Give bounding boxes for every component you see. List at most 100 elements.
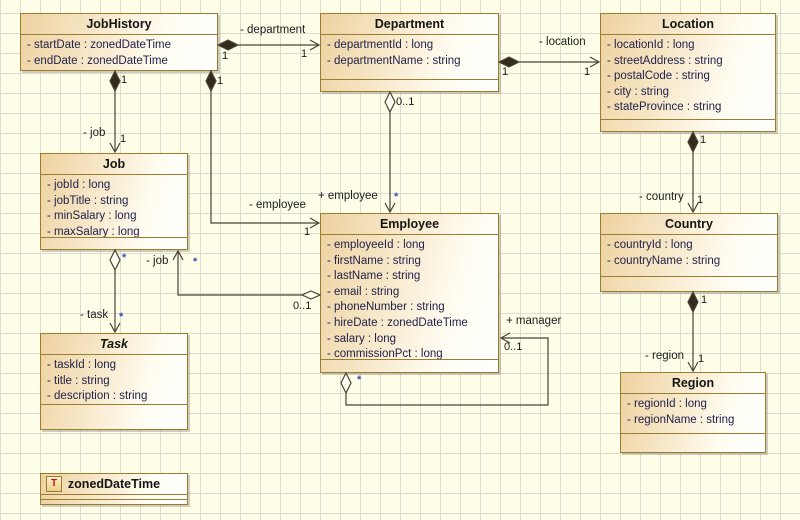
role-label: + manager bbox=[506, 315, 562, 327]
class-attribute: - departmentName : string bbox=[327, 54, 461, 67]
class-attribute: - description : string bbox=[47, 390, 148, 403]
attributes-compartment: - countryId : long- countryName : string bbox=[601, 235, 777, 276]
composition-diamond-icon bbox=[109, 69, 121, 93]
class-attribute: - phoneNumber : string bbox=[327, 301, 445, 314]
class-title: Task bbox=[41, 334, 187, 355]
multiplicity-label: * bbox=[119, 311, 124, 323]
operations-compartment bbox=[41, 237, 187, 249]
class-title: JobHistory bbox=[21, 14, 217, 35]
class-attribute: - taskId : long bbox=[47, 359, 117, 371]
multiplicity-label: 1 bbox=[698, 353, 705, 365]
operations-compartment bbox=[321, 79, 498, 91]
edge-jobhistory-job[interactable] bbox=[109, 69, 121, 154]
class-title: Employee bbox=[321, 214, 498, 235]
multiplicity-label: 1 bbox=[222, 50, 229, 62]
class-attribute: - regionId : long bbox=[627, 398, 707, 410]
multiplicity-label: 1 bbox=[304, 226, 311, 238]
class-attribute: - firstName : string bbox=[327, 254, 421, 267]
class-attribute: - startDate : zonedDateTime bbox=[27, 39, 172, 51]
class-title: Job bbox=[41, 154, 187, 175]
multiplicity-label: 1 bbox=[584, 66, 591, 78]
aggregation-diamond-icon bbox=[300, 290, 322, 300]
operations-compartment bbox=[321, 359, 498, 372]
class-job[interactable]: Job - jobId : long - jobTitle : string - m… bbox=[40, 153, 188, 250]
datatype-name: zonedDateTime bbox=[67, 477, 161, 491]
class-attribute: - locationId : long bbox=[607, 39, 695, 51]
arrowhead-icon bbox=[687, 361, 699, 373]
empty-compartment bbox=[41, 498, 187, 504]
multiplicity-label: * bbox=[122, 252, 127, 264]
class-attribute: - city : string bbox=[607, 85, 669, 98]
arrowhead-icon bbox=[589, 56, 601, 68]
class-attribute: - regionName : string bbox=[627, 413, 735, 426]
arrowhead-icon bbox=[109, 142, 121, 154]
attributes-compartment: - startDate : zonedDateTime- endDate : z… bbox=[21, 35, 217, 70]
role-label: - country bbox=[639, 191, 684, 203]
multiplicity-label: 1 bbox=[120, 133, 127, 145]
class-department[interactable]: Department - departmentId : long- depart… bbox=[320, 13, 499, 92]
attributes-compartment: - taskId : long - title : string - descrip… bbox=[41, 355, 187, 404]
role-label: - location bbox=[539, 36, 586, 48]
class-attribute: - email : string bbox=[327, 285, 400, 298]
role-label: + employee bbox=[318, 190, 378, 202]
aggregation-diamond-icon bbox=[340, 371, 352, 395]
attributes-compartment: - jobId : long- jobTitle : string- minSa… bbox=[41, 175, 187, 237]
class-region[interactable]: Region - regionId : long - regionName : s… bbox=[620, 372, 766, 453]
operations-compartment bbox=[601, 276, 777, 291]
class-country[interactable]: Country - countryId : long- countryName … bbox=[600, 213, 778, 292]
role-label: - job bbox=[146, 255, 169, 267]
multiplicity-label: 1 bbox=[502, 66, 509, 78]
multiplicity-label: 1 bbox=[121, 74, 128, 86]
class-location[interactable]: Location - locationId : long- streetAddr… bbox=[600, 13, 776, 132]
class-attribute: - employeeId : long bbox=[327, 239, 425, 251]
class-title: Region bbox=[621, 373, 765, 394]
class-attribute: - postalCode : string bbox=[607, 70, 710, 83]
multiplicity-label: 0..1 bbox=[293, 300, 312, 312]
multiplicity-label: 1 bbox=[701, 294, 708, 306]
attributes-compartment: - locationId : long - streetAddress : str… bbox=[601, 35, 775, 119]
datatype-icon: T bbox=[46, 476, 62, 492]
multiplicity-label: 0..1 bbox=[396, 96, 415, 108]
role-label: - job bbox=[83, 127, 106, 139]
class-attribute: - jobId : long bbox=[47, 179, 111, 191]
class-title: Department bbox=[321, 14, 498, 35]
composition-diamond-icon bbox=[216, 39, 240, 51]
multiplicity-label: * bbox=[193, 256, 198, 268]
datatype-title: T zonedDateTime bbox=[41, 474, 187, 495]
class-attribute: - stateProvince : string bbox=[607, 101, 722, 114]
role-label: - region bbox=[645, 350, 684, 362]
class-attribute: - title : string bbox=[47, 374, 110, 387]
attributes-compartment: - regionId : long - regionName : string bbox=[621, 394, 765, 433]
arrowhead-icon bbox=[172, 249, 184, 261]
attributes-compartment: - departmentId : long- departmentName : … bbox=[321, 35, 498, 79]
class-jobhistory[interactable]: JobHistory - startDate : zonedDateTime- … bbox=[20, 13, 218, 71]
composition-diamond-icon bbox=[687, 130, 699, 154]
arrowhead-icon bbox=[309, 39, 321, 51]
attributes-compartment: - employeeId : long - firstName : string -… bbox=[321, 235, 498, 359]
arrowhead-icon bbox=[109, 322, 121, 334]
multiplicity-label: 1 bbox=[301, 48, 308, 60]
operations-compartment bbox=[601, 119, 775, 131]
composition-diamond-icon bbox=[205, 69, 217, 93]
role-label: - department bbox=[240, 24, 306, 36]
class-title: Country bbox=[601, 214, 777, 235]
class-attribute: - commissionPct : long bbox=[327, 348, 443, 359]
multiplicity-label: * bbox=[394, 191, 399, 203]
class-attribute: - lastName : string bbox=[327, 270, 421, 283]
operations-compartment bbox=[41, 404, 187, 429]
class-attribute: - hireDate : zonedDateTime bbox=[327, 316, 468, 329]
multiplicity-label: 0..1 bbox=[504, 341, 523, 353]
class-attribute: - maxSalary : long bbox=[47, 225, 140, 237]
class-employee[interactable]: Employee - employeeId : long - firstName … bbox=[320, 213, 499, 373]
composition-diamond-icon bbox=[687, 290, 699, 314]
datatype-zoneddatetime[interactable]: T zonedDateTime bbox=[40, 473, 188, 505]
class-attribute: - jobTitle : string bbox=[47, 194, 129, 207]
arrowhead-icon bbox=[309, 217, 321, 229]
multiplicity-label: 1 bbox=[700, 134, 707, 146]
multiplicity-label: 1 bbox=[697, 194, 704, 206]
edge-country-region[interactable] bbox=[687, 290, 699, 373]
class-task[interactable]: Task - taskId : long - title : string - de… bbox=[40, 333, 188, 430]
aggregation-diamond-icon bbox=[109, 248, 121, 272]
class-attribute: - streetAddress : string bbox=[607, 54, 723, 67]
